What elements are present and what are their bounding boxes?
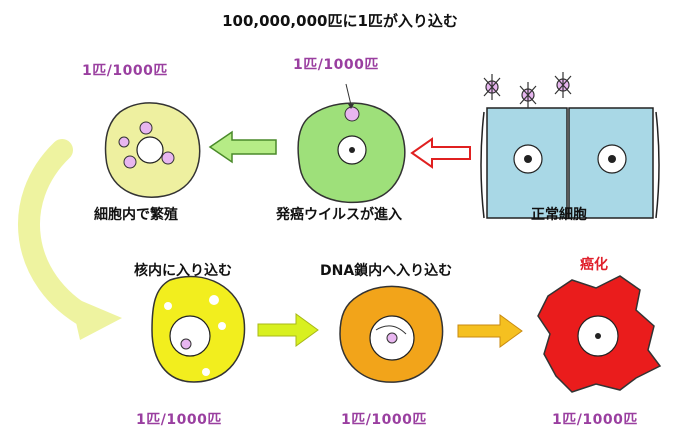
cell-into-dna <box>339 285 444 383</box>
curved-arrow <box>18 139 122 340</box>
cell-virus-enter <box>297 83 406 204</box>
caption-into-dna: DNA鎖内へ入り込む <box>320 263 453 279</box>
ratio-label-into-dna: 1匹/1000匹 <box>341 412 427 428</box>
cell-cancer <box>537 275 662 393</box>
arrow-left-green <box>208 130 277 164</box>
arrow-right-orange <box>457 314 523 348</box>
caption-normal-cell: 正常細胞 <box>531 207 587 223</box>
caption-cancer: 癌化 <box>580 257 608 273</box>
cell-multiply <box>104 102 201 198</box>
normal-cells <box>480 107 660 219</box>
ratio-label-into-nucleus: 1匹/1000匹 <box>136 412 222 428</box>
ratio-label-multiply: 1匹/1000匹 <box>82 63 168 79</box>
caption-multiply: 細胞内で繁殖 <box>94 207 178 223</box>
ratio-label-cancer: 1匹/1000匹 <box>552 412 638 428</box>
virus-particles <box>483 72 572 108</box>
ratio-label-virus-enter: 1匹/1000匹 <box>293 57 379 73</box>
cell-into-nucleus <box>151 275 246 383</box>
caption-virus-enter: 発癌ウイルスが進入 <box>276 207 402 223</box>
arrow-right-yellowgreen <box>257 313 319 347</box>
caption-into-nucleus: 核内に入り込む <box>134 263 232 279</box>
arrow-left-red <box>410 137 471 169</box>
page-title: 100,000,000匹に1匹が入り込む <box>222 12 458 30</box>
